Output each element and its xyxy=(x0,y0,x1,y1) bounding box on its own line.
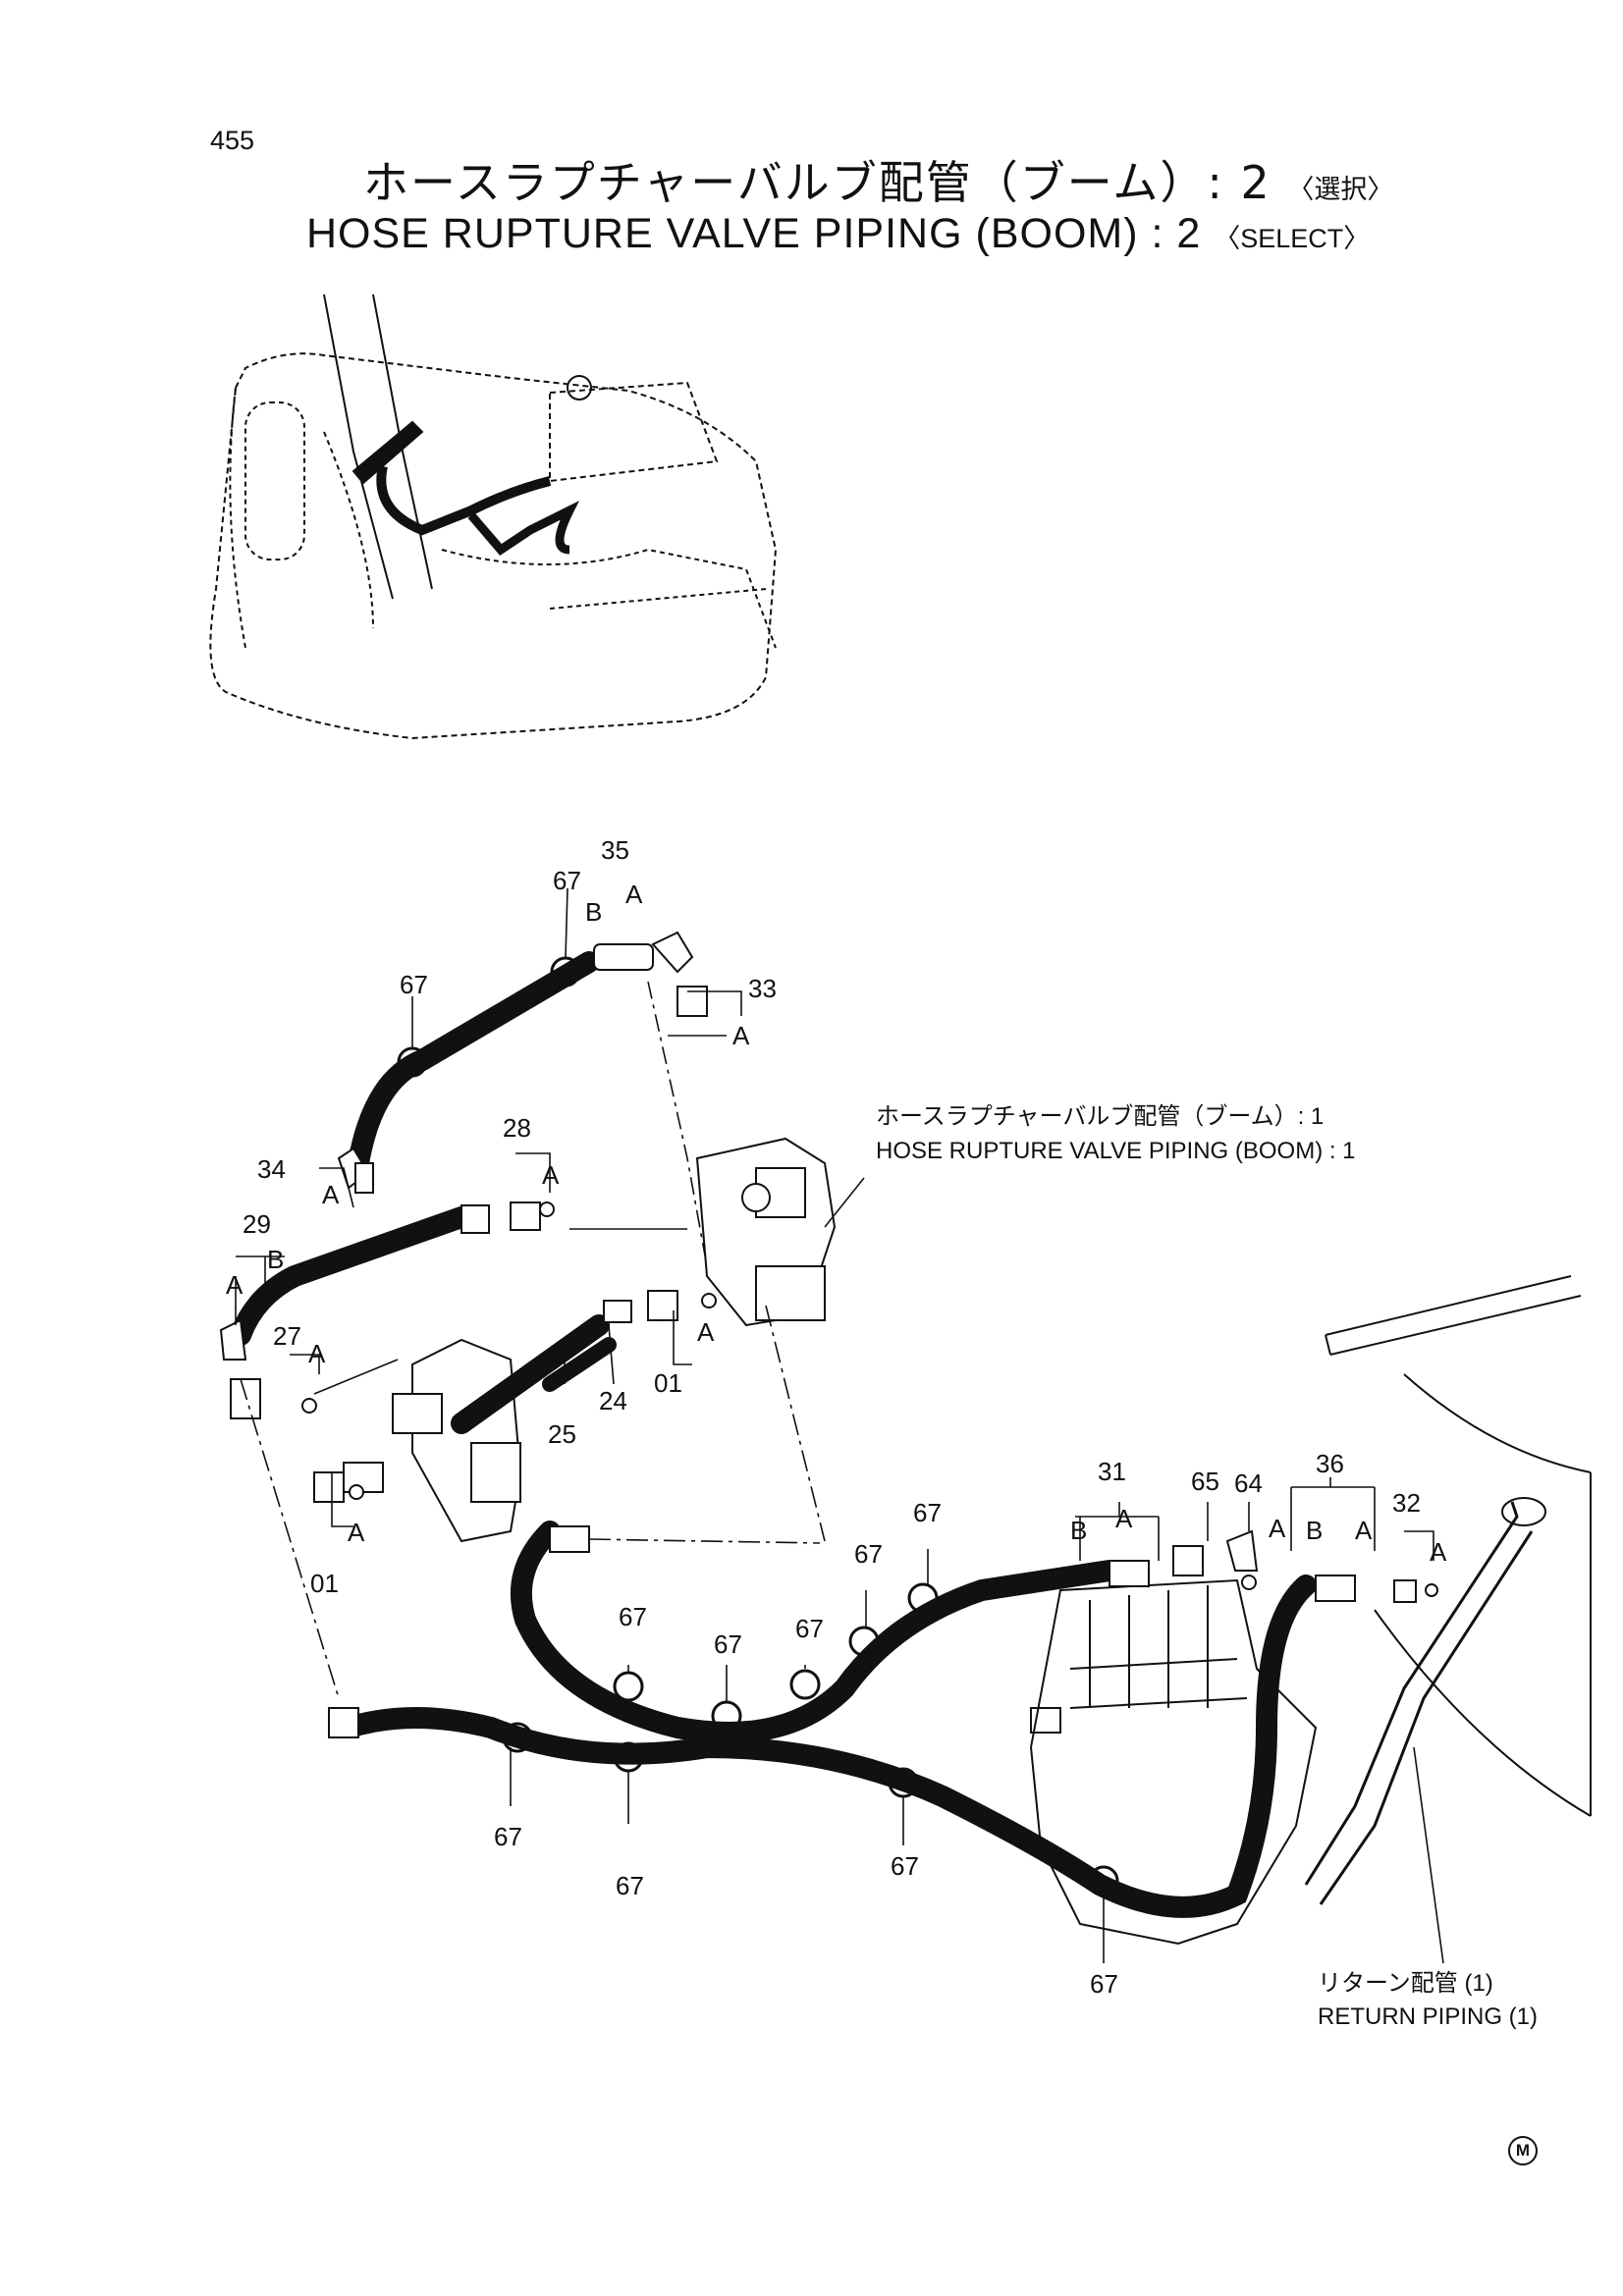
hoses xyxy=(230,951,1317,1918)
callout-a: A xyxy=(348,1518,365,1547)
callout-b: B xyxy=(585,897,602,927)
callout-67: 67 xyxy=(619,1602,647,1631)
callout-a: A xyxy=(697,1317,715,1347)
leader-lines xyxy=(235,887,1444,1964)
title-en-select: 〈SELECT〉 xyxy=(1214,224,1371,253)
note-return-jp: リターン配管 (1) xyxy=(1318,1970,1493,1997)
hose-rupture-valve-lower xyxy=(392,1338,522,1543)
callout-labels: 35 67 B A 67 33 A 28 A 34 A 29 B A 27 A … xyxy=(226,835,1447,1999)
callout-a: A xyxy=(322,1180,340,1209)
callout-67: 67 xyxy=(854,1539,883,1569)
callout-a: A xyxy=(1115,1504,1133,1533)
callout-64: 64 xyxy=(1234,1468,1263,1498)
callout-a: A xyxy=(1430,1537,1447,1567)
page-number: 455 xyxy=(210,126,255,155)
callout-29: 29 xyxy=(243,1209,271,1239)
callout-a: A xyxy=(308,1339,326,1368)
fittings xyxy=(219,931,1438,1738)
title-jp-select: 〈選択〉 xyxy=(1287,175,1394,205)
callout-67: 67 xyxy=(891,1851,919,1881)
callout-a: A xyxy=(226,1270,243,1300)
callout-b: B xyxy=(1306,1516,1323,1545)
callout-67: 67 xyxy=(494,1822,522,1851)
callout-b: B xyxy=(267,1245,284,1274)
note-piping1-jp: ホースラプチャーバルブ配管（ブーム）: 1 xyxy=(876,1103,1324,1130)
callout-27: 27 xyxy=(273,1321,301,1351)
note-return-en: RETURN PIPING (1) xyxy=(1318,2003,1538,2030)
callout-67: 67 xyxy=(795,1614,824,1643)
callout-a: A xyxy=(732,1021,750,1050)
title-jp-text: ホースラプチャーバルブ配管（ブーム）: 2 xyxy=(363,156,1271,209)
machine-frame xyxy=(1304,1275,1592,1905)
callout-33: 33 xyxy=(748,974,777,1003)
callout-67: 67 xyxy=(616,1871,644,1900)
callout-25: 25 xyxy=(548,1419,576,1449)
control-valve xyxy=(1029,1578,1318,1946)
callout-67: 67 xyxy=(553,866,581,895)
callout-31: 31 xyxy=(1098,1457,1126,1486)
callout-34: 34 xyxy=(257,1154,286,1184)
callout-67: 67 xyxy=(1090,1969,1118,1999)
callout-67: 67 xyxy=(913,1498,942,1527)
callout-b: B xyxy=(1070,1516,1087,1545)
callout-a: A xyxy=(1355,1516,1373,1545)
callout-01: 01 xyxy=(654,1368,682,1398)
callout-67: 67 xyxy=(400,970,428,999)
callout-a: A xyxy=(625,880,643,909)
manufacturer-mark: M xyxy=(1508,2136,1538,2165)
title-english: HOSE RUPTURE VALVE PIPING (BOOM) : 2 〈SE… xyxy=(306,210,1370,258)
callout-a: A xyxy=(1269,1514,1286,1543)
callout-a: A xyxy=(542,1160,560,1190)
diagram-notes: ホースラプチャーバルブ配管（ブーム）: 1 HOSE RUPTURE VALVE… xyxy=(876,1103,1538,2030)
callout-32: 32 xyxy=(1392,1488,1421,1518)
callout-28: 28 xyxy=(503,1113,531,1143)
callout-36: 36 xyxy=(1316,1449,1344,1478)
callout-67: 67 xyxy=(714,1629,742,1659)
callout-01: 01 xyxy=(310,1569,339,1598)
hose-rupture-valve-upper xyxy=(695,1137,837,1327)
excavator-overview xyxy=(209,294,778,740)
callout-35: 35 xyxy=(601,835,629,865)
title-en-text: HOSE RUPTURE VALVE PIPING (BOOM) : 2 xyxy=(306,210,1202,257)
callout-24: 24 xyxy=(599,1386,627,1415)
callout-65: 65 xyxy=(1191,1467,1219,1496)
note-piping1-en: HOSE RUPTURE VALVE PIPING (BOOM) : 1 xyxy=(876,1138,1356,1164)
title-japanese: ホースラプチャーバルブ配管（ブーム）: 2 〈選択〉 xyxy=(363,147,1393,212)
